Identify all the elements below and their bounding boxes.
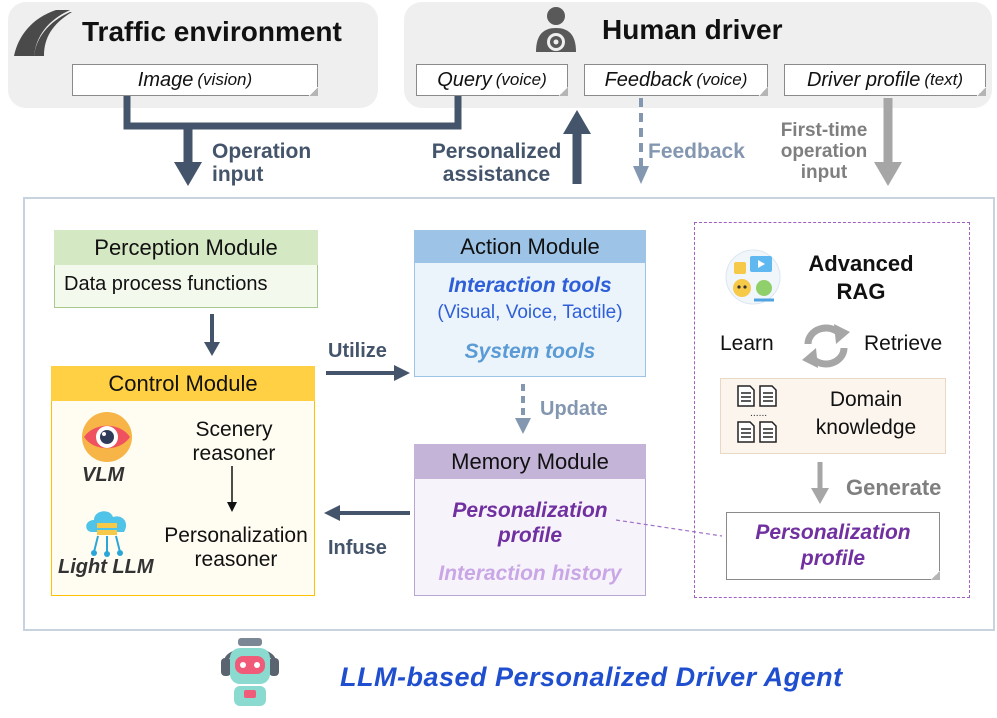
feedback-voice-doc: Feedback (voice) [584, 64, 768, 96]
image-note: (vision) [197, 70, 253, 89]
query-label: Query [437, 68, 492, 91]
retrieve-label: Retrieve [864, 332, 943, 355]
inner-connectors [204, 314, 829, 537]
interaction-tools-sub: (Visual, Voice, Tactile) [437, 302, 623, 323]
image-label: Image [137, 68, 194, 91]
control-module-title: Control Module [51, 366, 315, 401]
utilize-label: Utilize [328, 340, 387, 362]
action-module-title: Action Module [414, 230, 646, 263]
driver-icon [536, 7, 576, 52]
utilize-arrowhead [394, 365, 410, 381]
scenery-to-personalization-arrow [227, 466, 237, 512]
road-icon [14, 10, 72, 56]
query-note: (voice) [495, 70, 547, 89]
perception-module-title: Perception Module [54, 230, 318, 265]
assistance-arrowhead [563, 110, 591, 134]
feedback-label: Feedback [604, 68, 693, 91]
perception-control-arrowhead [204, 342, 220, 356]
cycle-arrows-icon [802, 324, 850, 368]
agent-frame [23, 197, 995, 631]
image-vision-doc: Image (vision) [72, 64, 318, 96]
light-llm-label: Light LLM [58, 556, 154, 578]
update-label: Update [540, 398, 608, 420]
interaction-tools-label: Interaction tools [448, 274, 612, 297]
generate-arrowhead [811, 488, 829, 504]
perception-body: Data process functions [64, 273, 268, 295]
generate-label: Generate [846, 475, 942, 500]
footer-title: LLM-based Personalized Driver Agent [340, 662, 843, 692]
vlm-label: VLM [82, 464, 125, 486]
driver-profile-label: Driver profile [806, 68, 921, 91]
operation-input-arrowhead [174, 162, 202, 186]
top-connectors [123, 96, 902, 186]
infuse-arrowhead [324, 505, 340, 521]
svg-text:......: ...... [750, 409, 767, 419]
advanced-rag-box [694, 222, 970, 598]
memory-module-title: Memory Module [414, 444, 646, 479]
operation-input-connector [123, 96, 462, 130]
robot-agent-icon [221, 638, 279, 706]
learn-label: Learn [720, 332, 774, 355]
feedback-arrow-label: Feedback [648, 140, 745, 163]
system-tools-label: System tools [464, 340, 596, 363]
feedback-note: (voice) [696, 70, 748, 89]
vlm-eye-icon [82, 412, 132, 462]
traffic-environment-title: Traffic environment [82, 16, 342, 47]
domain-knowledge-box [720, 378, 946, 454]
driver-profile-doc: Driver profile (text) [784, 64, 986, 96]
driver-profile-note: (text) [924, 70, 964, 89]
update-arrowhead [515, 418, 531, 434]
human-driver-title: Human driver [602, 14, 783, 45]
interaction-history-label: Interaction history [438, 562, 622, 585]
document-stack-icon: ...... [737, 385, 777, 443]
infuse-label: Infuse [328, 537, 387, 559]
query-voice-doc: Query (voice) [416, 64, 568, 96]
control-module [51, 366, 315, 596]
cloud-server-icon [86, 511, 127, 557]
feedback-arrowhead [633, 166, 649, 184]
rag-ai-icon [725, 249, 781, 305]
first-time-arrowhead [874, 162, 902, 186]
